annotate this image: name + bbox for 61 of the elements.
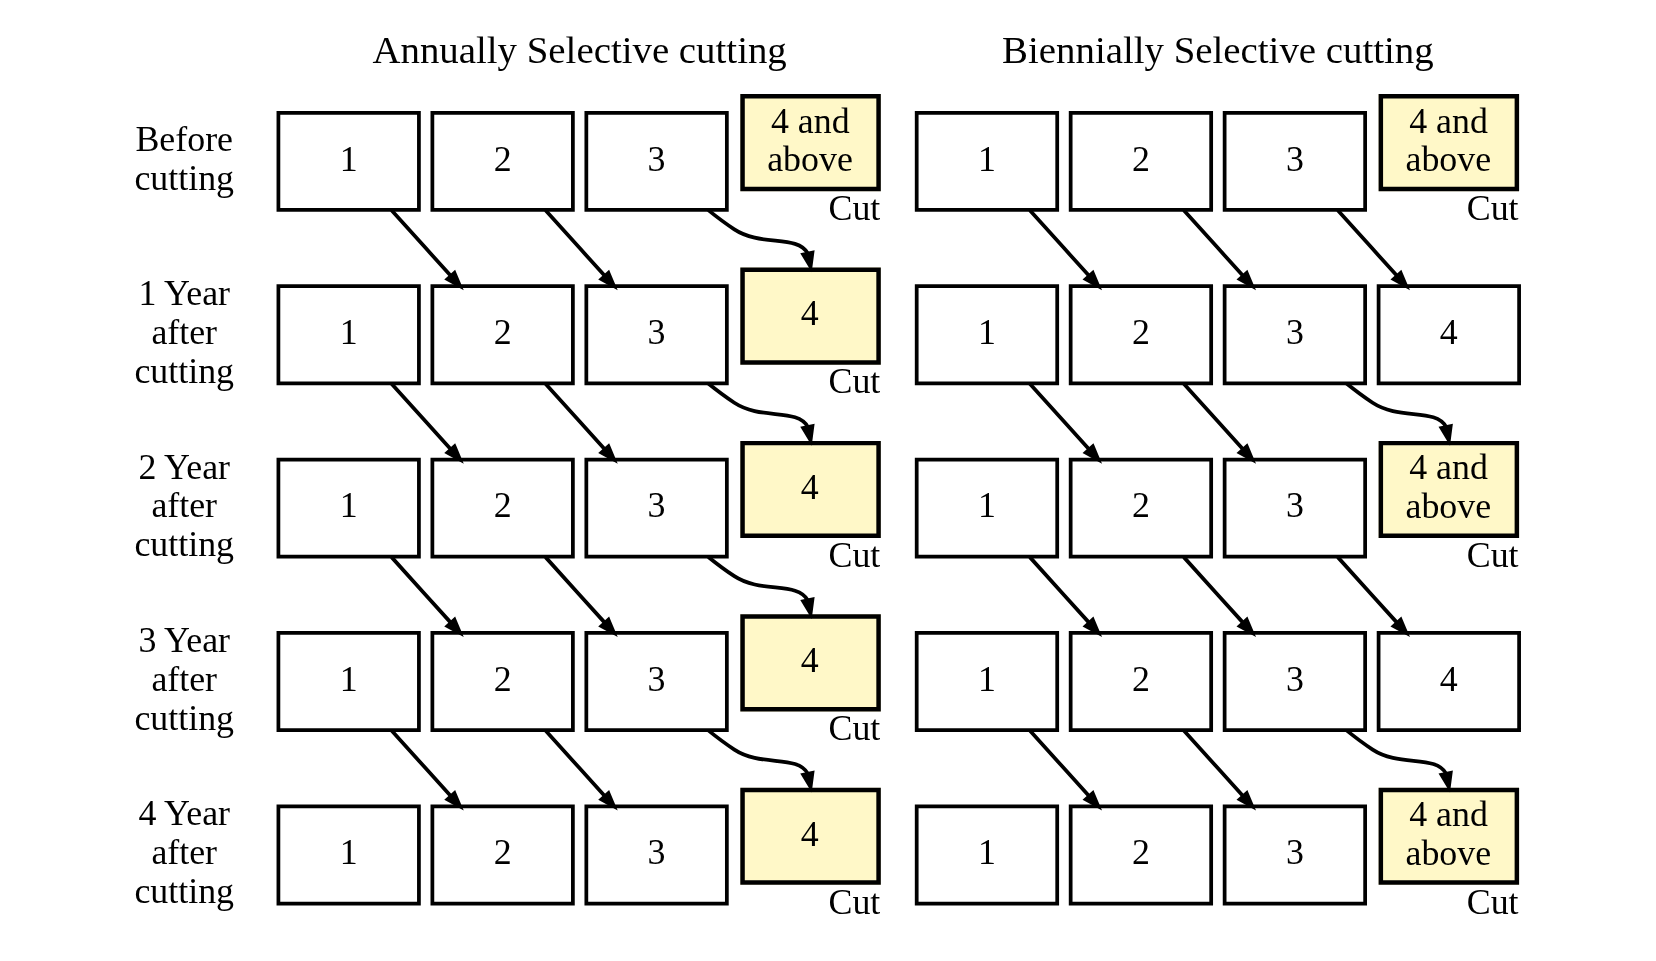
node-box: 2 — [430, 457, 575, 559]
node-box: 1 — [914, 110, 1059, 212]
node-box: 3 — [1222, 804, 1367, 906]
arrow — [706, 382, 815, 446]
node-box: 1 — [276, 110, 421, 212]
label: Biennially Selective cutting — [1001, 28, 1434, 72]
arrow — [1027, 729, 1102, 811]
arrow — [706, 555, 815, 620]
label: Annually Selective cutting — [371, 28, 787, 72]
node-box: 3 — [1222, 457, 1367, 559]
label: 4 Year after cutting — [133, 793, 234, 912]
node-box: 3 — [583, 631, 729, 732]
node-box: 1 — [914, 631, 1059, 732]
node-box: 3 — [1222, 284, 1367, 386]
node-box: 3 — [1222, 110, 1367, 212]
node-box: 2 — [1068, 457, 1213, 559]
label: Before cutting — [133, 119, 234, 199]
node-box: 2 — [1068, 804, 1213, 906]
arrow — [1181, 729, 1256, 811]
node-box: 1 — [914, 457, 1059, 559]
arrow — [1344, 382, 1453, 446]
arrow — [706, 208, 815, 273]
node-box: 1 — [276, 631, 421, 732]
arrow — [543, 209, 618, 291]
node-box: 3 — [583, 284, 729, 386]
arrow — [389, 209, 464, 291]
node-box: 1 — [276, 284, 421, 386]
node-box: 2 — [1068, 110, 1213, 212]
arrow — [543, 382, 618, 464]
arrow — [543, 729, 618, 811]
node-box: 2 — [1068, 284, 1213, 386]
arrow — [389, 729, 464, 811]
node-box: 3 — [1222, 631, 1367, 732]
label: 3 Year after cutting — [133, 619, 234, 738]
node-box: 1 — [914, 804, 1059, 906]
node-box: 2 — [430, 804, 575, 906]
arrow — [1181, 382, 1256, 464]
node-box: 4 — [1376, 284, 1521, 386]
node-box: 1 — [276, 457, 421, 559]
node-box: 3 — [583, 457, 729, 559]
node-box: 3 — [583, 804, 729, 906]
node-box: 2 — [1068, 631, 1213, 732]
arrow — [1027, 382, 1102, 464]
arrow — [1335, 209, 1410, 291]
label: 1 Year after cutting — [133, 273, 234, 391]
arrow — [389, 382, 464, 464]
node-box: 2 — [430, 631, 575, 732]
node-box: 4 — [1376, 631, 1521, 732]
node-box: 1 — [914, 284, 1059, 386]
arrow — [543, 555, 618, 638]
node-box: 3 — [583, 110, 729, 212]
label: 2 Year after cutting — [133, 446, 234, 565]
node-box: 2 — [430, 110, 575, 212]
arrow — [1027, 555, 1102, 638]
arrow — [389, 555, 464, 638]
arrow — [1181, 555, 1256, 638]
node-box: 2 — [430, 284, 575, 386]
arrow — [1027, 209, 1102, 291]
arrow — [1181, 209, 1256, 291]
node-box: 1 — [276, 804, 421, 906]
arrow — [1335, 555, 1410, 638]
